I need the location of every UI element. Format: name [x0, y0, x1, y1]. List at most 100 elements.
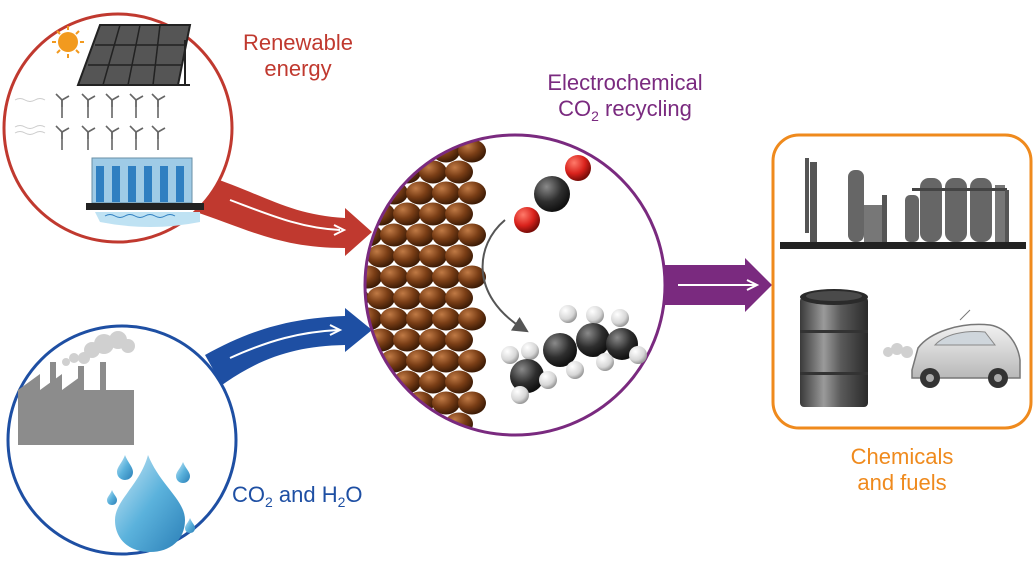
water-flow-arrow [205, 308, 372, 385]
renewable-flow-white-line [229, 199, 341, 231]
catalyst-bead [365, 391, 382, 415]
co2-text: CO [232, 482, 265, 507]
catalyst-bead [419, 160, 447, 184]
catalyst-bead [365, 135, 369, 142]
water-flow-white-head [329, 324, 343, 336]
electrochemical-label-line2: CO2 recycling [500, 96, 750, 124]
catalyst-bead [445, 286, 473, 310]
renewable-flow-arrow [190, 175, 372, 256]
catalyst-bead [458, 265, 486, 289]
catalyst-bead [367, 135, 395, 142]
catalyst-bead [367, 244, 395, 268]
catalyst-bead [380, 307, 408, 331]
catalyst-bead [393, 135, 421, 142]
catalyst-bead [393, 202, 421, 226]
co2-subscript: 2 [591, 108, 599, 124]
catalyst-bead [432, 391, 460, 415]
electrochemical-label-line1: Electrochemical [547, 70, 703, 95]
catalyst-bead [365, 349, 382, 373]
catalyst-bead [406, 433, 434, 435]
catalyst-bead [365, 181, 382, 205]
catalyst-bead [419, 202, 447, 226]
refinery-icon [780, 158, 1026, 249]
renewable-label-line2: energy [264, 56, 332, 81]
chemicals-label-line2: and fuels [857, 470, 947, 495]
catalyst-bead [432, 433, 460, 435]
catalyst-bead [458, 433, 486, 435]
co2-water-panel [6, 324, 238, 556]
catalyst-bead [406, 223, 434, 247]
catalyst-bead [419, 370, 447, 394]
catalyst-bead [432, 181, 460, 205]
catalyst-bead [445, 328, 473, 352]
catalyst-bead [432, 265, 460, 289]
catalyst-bead [380, 223, 408, 247]
catalyst-bead [419, 328, 447, 352]
catalyst-bead [432, 349, 460, 373]
water-flow-white-line [229, 329, 339, 359]
catalyst-bead [445, 202, 473, 226]
catalyst-bead [393, 286, 421, 310]
catalyst-bead [458, 139, 486, 163]
catalyst-bead [458, 307, 486, 331]
chemicals-label-line1: Chemicals [850, 444, 954, 469]
co2-subscript: 2 [265, 494, 273, 510]
catalyst-bead [432, 307, 460, 331]
renewable-label-line1: Renewable [242, 30, 354, 55]
catalyst-bead [458, 349, 486, 373]
catalyst-bead [365, 160, 369, 184]
catalyst-bead [393, 412, 421, 435]
catalyst-bead [419, 244, 447, 268]
sun-icon [52, 26, 84, 58]
h2o-subscript: 2 [337, 494, 346, 510]
catalyst-bead [365, 370, 369, 394]
catalyst-bead [367, 202, 395, 226]
co2-text: CO [558, 96, 592, 121]
catalyst-bead [393, 328, 421, 352]
catalyst-bead [432, 223, 460, 247]
catalyst-bead [445, 160, 473, 184]
catalyst-bead [406, 349, 434, 373]
catalyst-bead [458, 181, 486, 205]
products-flow-white-head [746, 279, 760, 291]
catalyst-bead [380, 265, 408, 289]
car-icon [911, 309, 1021, 388]
catalyst-bead [458, 391, 486, 415]
catalyst-bead [365, 412, 369, 435]
catalyst-bead [445, 244, 473, 268]
catalyst-bead [367, 286, 395, 310]
reaction-arrow [481, 219, 529, 333]
hydrocarbon-molecule-icon [501, 305, 647, 404]
catalyst-bead [380, 391, 408, 415]
catalyst-bead [445, 370, 473, 394]
hydro-dam-icon [86, 157, 204, 227]
o-text: O [345, 482, 363, 507]
electrochemical-panel [363, 133, 667, 437]
catalyst-bead [365, 433, 382, 435]
catalyst-bead [365, 139, 382, 163]
chemicals-fuels-label: Chemicals and fuels [812, 444, 992, 496]
catalyst-bead [445, 135, 473, 142]
co2-h2o-label: CO2 and H2O [232, 482, 432, 510]
catalyst-bead [380, 433, 408, 435]
and-h-text: and H [272, 482, 338, 507]
solar-panel-icon [76, 24, 192, 86]
wind-turbines-icon [55, 93, 166, 150]
catalyst-bead [458, 223, 486, 247]
recycling-text: recycling [598, 96, 692, 121]
renewable-energy-label: Renewable energy [228, 30, 368, 82]
catalyst-bead [406, 307, 434, 331]
catalyst-bead [365, 265, 382, 289]
wind-lines-icon [14, 98, 46, 135]
smoke-icon [62, 331, 135, 366]
chemicals-fuels-panel [771, 133, 1033, 430]
co2-molecule-icon [514, 155, 591, 233]
renewable-flow-white-head [333, 224, 347, 236]
factory-icon [18, 362, 134, 445]
oil-barrel-icon [800, 289, 868, 407]
catalyst-bead [406, 181, 434, 205]
catalyst-bead [419, 286, 447, 310]
electrochemical-label: Electrochemical CO2 recycling [500, 70, 750, 124]
water-drops-icon [107, 455, 195, 552]
